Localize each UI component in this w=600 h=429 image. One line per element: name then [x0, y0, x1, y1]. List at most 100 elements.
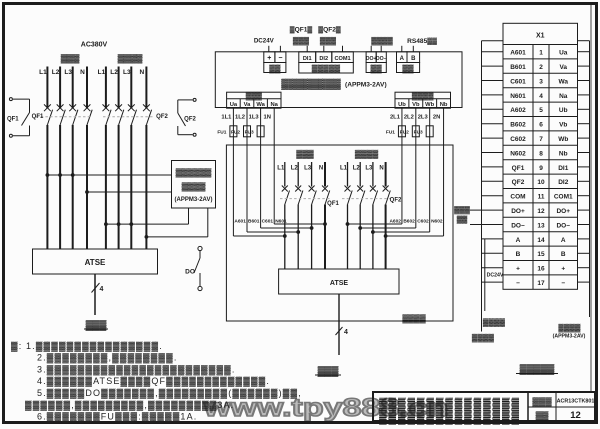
svg-text:L2: L2 — [110, 69, 118, 76]
svg-text:▓▓▓: ▓▓▓ — [454, 205, 470, 214]
svg-text:N: N — [319, 166, 323, 172]
svg-text:N601: N601 — [275, 219, 287, 225]
svg-text:B602: B602 — [510, 122, 526, 129]
svg-text:FU3: FU3 — [245, 130, 254, 136]
svg-text:5: 5 — [539, 107, 543, 114]
svg-text:▓▓▓▓▓: ▓▓▓▓▓ — [520, 364, 555, 375]
svg-text:Nb: Nb — [440, 102, 448, 108]
svg-text:4: 4 — [539, 93, 543, 100]
svg-text:QF2: QF2 — [390, 198, 402, 204]
svg-text:QF2: QF2 — [512, 179, 525, 186]
svg-text:FU2: FU2 — [400, 130, 409, 136]
svg-text:N: N — [379, 166, 383, 172]
svg-text:−: − — [278, 55, 282, 62]
svg-text:QF1: QF1 — [32, 114, 44, 120]
svg-text:B: B — [411, 56, 416, 62]
svg-text:Wa: Wa — [256, 102, 265, 108]
svg-text:DO−: DO− — [376, 56, 387, 62]
svg-text:▓▓▓▓▓▓▓▓▓▓▓▓▓▓▓: ▓▓▓▓▓▓▓▓▓▓▓▓▓▓▓ — [379, 395, 521, 425]
svg-text:C602: C602 — [510, 136, 526, 143]
svg-text:▓▓▓: ▓▓▓ — [320, 36, 337, 46]
svg-text:DO−: DO− — [556, 222, 570, 229]
svg-text:L1: L1 — [277, 166, 285, 172]
svg-text:FU1: FU1 — [386, 130, 395, 136]
svg-text:Wb: Wb — [425, 102, 434, 108]
svg-text:16: 16 — [537, 266, 545, 273]
svg-text:▓▓▓▓: ▓▓▓▓ — [402, 314, 425, 324]
svg-text:DI2: DI2 — [319, 56, 328, 62]
svg-text:A: A — [400, 56, 405, 62]
svg-text:COM1: COM1 — [554, 194, 573, 201]
svg-text:▓▓: ▓▓ — [402, 64, 414, 74]
svg-text:B601: B601 — [248, 219, 260, 225]
svg-text:11: 11 — [538, 194, 545, 201]
svg-text:Na: Na — [270, 102, 278, 108]
svg-text:5.▓▓▓▓▓DO▓▓▓▓▓▓▓,▓▓▓▓▓▓▓▓▓(▓▓▓: 5.▓▓▓▓▓DO▓▓▓▓▓▓▓,▓▓▓▓▓▓▓▓▓(▓▓▓▓▓▓)▓▓, — [37, 388, 302, 399]
svg-text:▓▓: ▓▓ — [371, 64, 383, 74]
svg-text:2L2: 2L2 — [404, 115, 414, 121]
svg-text:4: 4 — [344, 329, 348, 336]
svg-text:12: 12 — [570, 410, 581, 421]
svg-text:Va: Va — [244, 102, 252, 108]
svg-text:C601: C601 — [510, 78, 526, 85]
svg-text:FU3: FU3 — [414, 130, 423, 136]
svg-text:▓▓▓: ▓▓▓ — [246, 91, 263, 101]
svg-text:▓▓▓: ▓▓▓ — [532, 397, 552, 408]
svg-text:Ub: Ub — [398, 102, 406, 108]
svg-text:▓QF2▓: ▓QF2▓ — [318, 26, 341, 34]
svg-text:QF1: QF1 — [327, 201, 339, 207]
svg-text:COM: COM — [510, 194, 525, 201]
svg-text:Na: Na — [559, 93, 568, 100]
svg-text:FU1: FU1 — [217, 130, 226, 136]
svg-text:▓▓▓: ▓▓▓ — [293, 36, 310, 46]
svg-text:▓▓▓: ▓▓▓ — [61, 53, 80, 64]
svg-text:4: 4 — [100, 286, 104, 293]
svg-text:L2: L2 — [52, 69, 60, 76]
svg-text:(APPM3-2AV): (APPM3-2AV) — [175, 197, 213, 203]
svg-text:C602: C602 — [417, 219, 429, 225]
svg-text:AC380V: AC380V — [81, 42, 108, 49]
svg-text:L1: L1 — [340, 166, 348, 172]
svg-text:(APPM3-2AV): (APPM3-2AV) — [345, 82, 387, 89]
svg-text:−: − — [561, 280, 565, 287]
svg-text:N602: N602 — [510, 150, 526, 157]
svg-text:15: 15 — [537, 251, 545, 258]
svg-text:12: 12 — [537, 208, 545, 215]
svg-text:−: − — [516, 280, 520, 287]
svg-text:▓▓▓▓: ▓▓▓▓ — [118, 53, 144, 64]
svg-text:4.▓▓▓▓▓▓ATSE▓▓▓▓QF▓▓▓▓▓▓▓▓▓▓▓▓: 4.▓▓▓▓▓▓ATSE▓▓▓▓QF▓▓▓▓▓▓▓▓▓▓▓▓▓. — [37, 376, 270, 387]
svg-text:DC24V: DC24V — [487, 273, 504, 279]
svg-text:▓▓▓▓: ▓▓▓▓ — [412, 91, 434, 101]
svg-text:6: 6 — [539, 122, 543, 129]
svg-text:ACR13CTK801: ACR13CTK801 — [557, 399, 595, 405]
svg-text:DI2: DI2 — [558, 179, 569, 186]
svg-text:A601: A601 — [510, 50, 526, 57]
svg-text:▓▓▓▓: ▓▓▓▓ — [355, 150, 378, 160]
svg-text:▓▓▓: ▓▓▓ — [86, 320, 107, 331]
svg-text:N602: N602 — [431, 219, 443, 225]
svg-text:Ua: Ua — [230, 102, 238, 108]
svg-text:L1: L1 — [98, 69, 106, 76]
svg-text:1L3: 1L3 — [249, 115, 260, 121]
svg-text:2.▓▓▓▓▓▓▓▓,▓▓▓▓▓▓▓▓.: 2.▓▓▓▓▓▓▓▓,▓▓▓▓▓▓▓▓. — [37, 353, 177, 364]
svg-text:▓▓▓▓▓: ▓▓▓▓▓ — [312, 64, 341, 74]
svg-text:QF1: QF1 — [512, 165, 525, 172]
svg-text:7: 7 — [539, 136, 543, 143]
svg-text:Vb: Vb — [559, 122, 567, 129]
svg-text:Vb: Vb — [412, 102, 420, 108]
svg-text:2L3: 2L3 — [418, 115, 429, 121]
svg-text:▓▓▓▓▓▓: ▓▓▓▓▓▓ — [176, 168, 212, 178]
svg-text:N: N — [140, 69, 145, 76]
svg-text:13: 13 — [537, 222, 545, 229]
svg-text:A602: A602 — [389, 219, 401, 225]
svg-text:B: B — [561, 251, 566, 258]
svg-text:2N: 2N — [433, 115, 440, 121]
svg-text:L3: L3 — [365, 166, 373, 172]
svg-text:(APPM3-2AV): (APPM3-2AV) — [553, 334, 586, 340]
svg-text:DO+: DO+ — [366, 56, 377, 62]
svg-text:RS485▓▓: RS485▓▓ — [407, 37, 437, 45]
svg-text:▓▓▓: ▓▓▓ — [296, 150, 314, 160]
svg-text:L2: L2 — [291, 166, 299, 172]
svg-text:A: A — [561, 237, 566, 244]
svg-text:14: 14 — [537, 237, 545, 244]
